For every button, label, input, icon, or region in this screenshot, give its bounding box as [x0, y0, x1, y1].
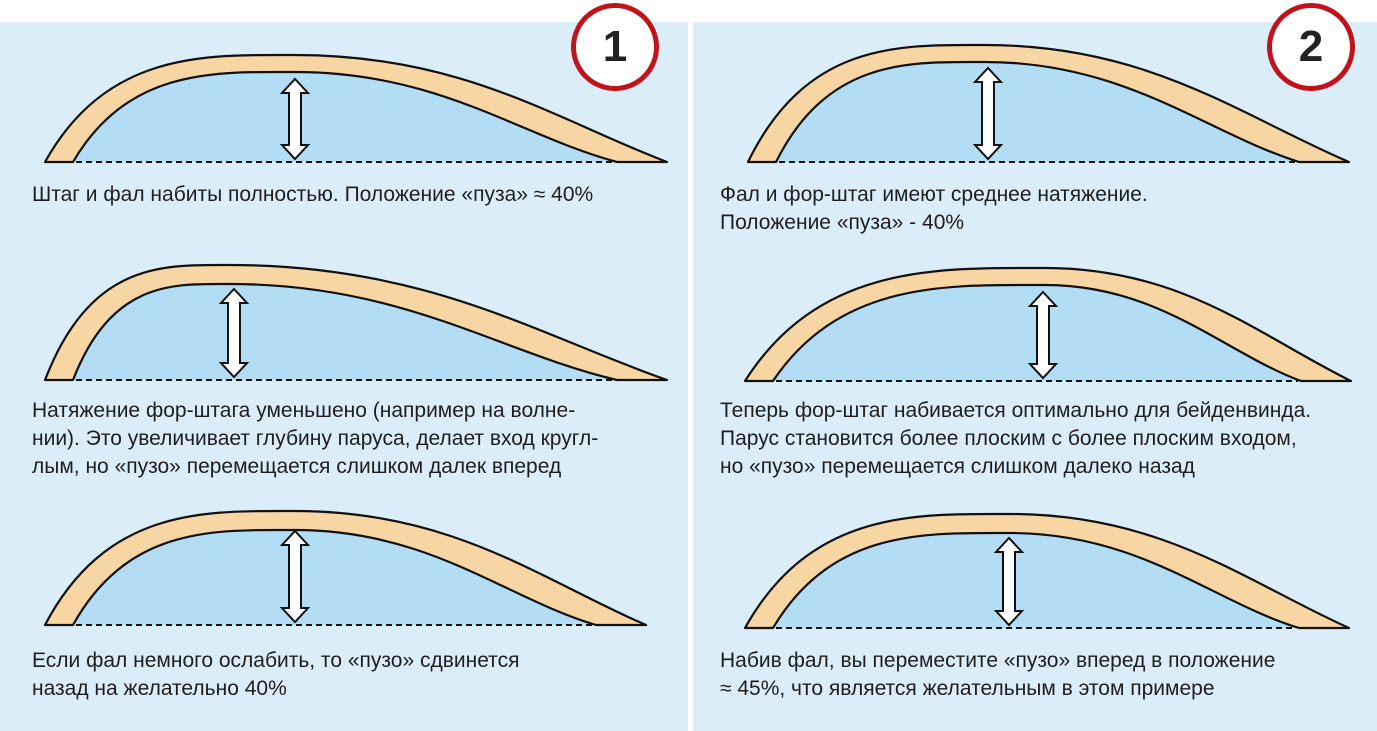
- caption-2-2: Теперь фор-штаг набивается оптимально дл…: [720, 399, 1312, 478]
- sail-body-1-3: [73, 529, 596, 625]
- depth-arrow-1-1: [279, 77, 311, 161]
- sail-batten-2-1: [746, 43, 1351, 164]
- caption-1-2: Натяжение фор-штага уменьшено (например …: [32, 399, 599, 478]
- depth-arrow-1-3: [279, 529, 311, 624]
- panel-1-number-badge: 1: [571, 3, 659, 91]
- sail-body-1-1: [73, 71, 617, 162]
- sail-body-2-1: [776, 61, 1299, 162]
- sail-batten-1-2: [43, 263, 669, 382]
- depth-arrow-2-2: [1027, 290, 1059, 380]
- sail-batten-2-2: [743, 266, 1353, 383]
- sail-batten-1-1: [43, 53, 669, 164]
- depth-arrow-1-2: [218, 287, 250, 379]
- depth-arrow-2-1: [972, 66, 1004, 161]
- caption-2-1: Фал и фор-штаг имеют среднее натяжение. …: [720, 183, 1148, 234]
- caption-2-3: Набив фал, вы переместите «пузо» вперед …: [720, 649, 1276, 700]
- sail-body-2-3: [773, 532, 1299, 628]
- caption-1-3: Если фал немного ослабить, то «пузо» сдв…: [32, 649, 520, 700]
- sail-batten-2-3: [743, 512, 1351, 630]
- sail-body-1-2: [73, 283, 617, 380]
- sail-batten-1-3: [43, 509, 648, 627]
- depth-arrow-2-3: [993, 536, 1025, 627]
- panel-2-number-badge: 2: [1267, 3, 1355, 91]
- caption-1-1: Штаг и фал набиты полностью. Положение «…: [32, 183, 594, 206]
